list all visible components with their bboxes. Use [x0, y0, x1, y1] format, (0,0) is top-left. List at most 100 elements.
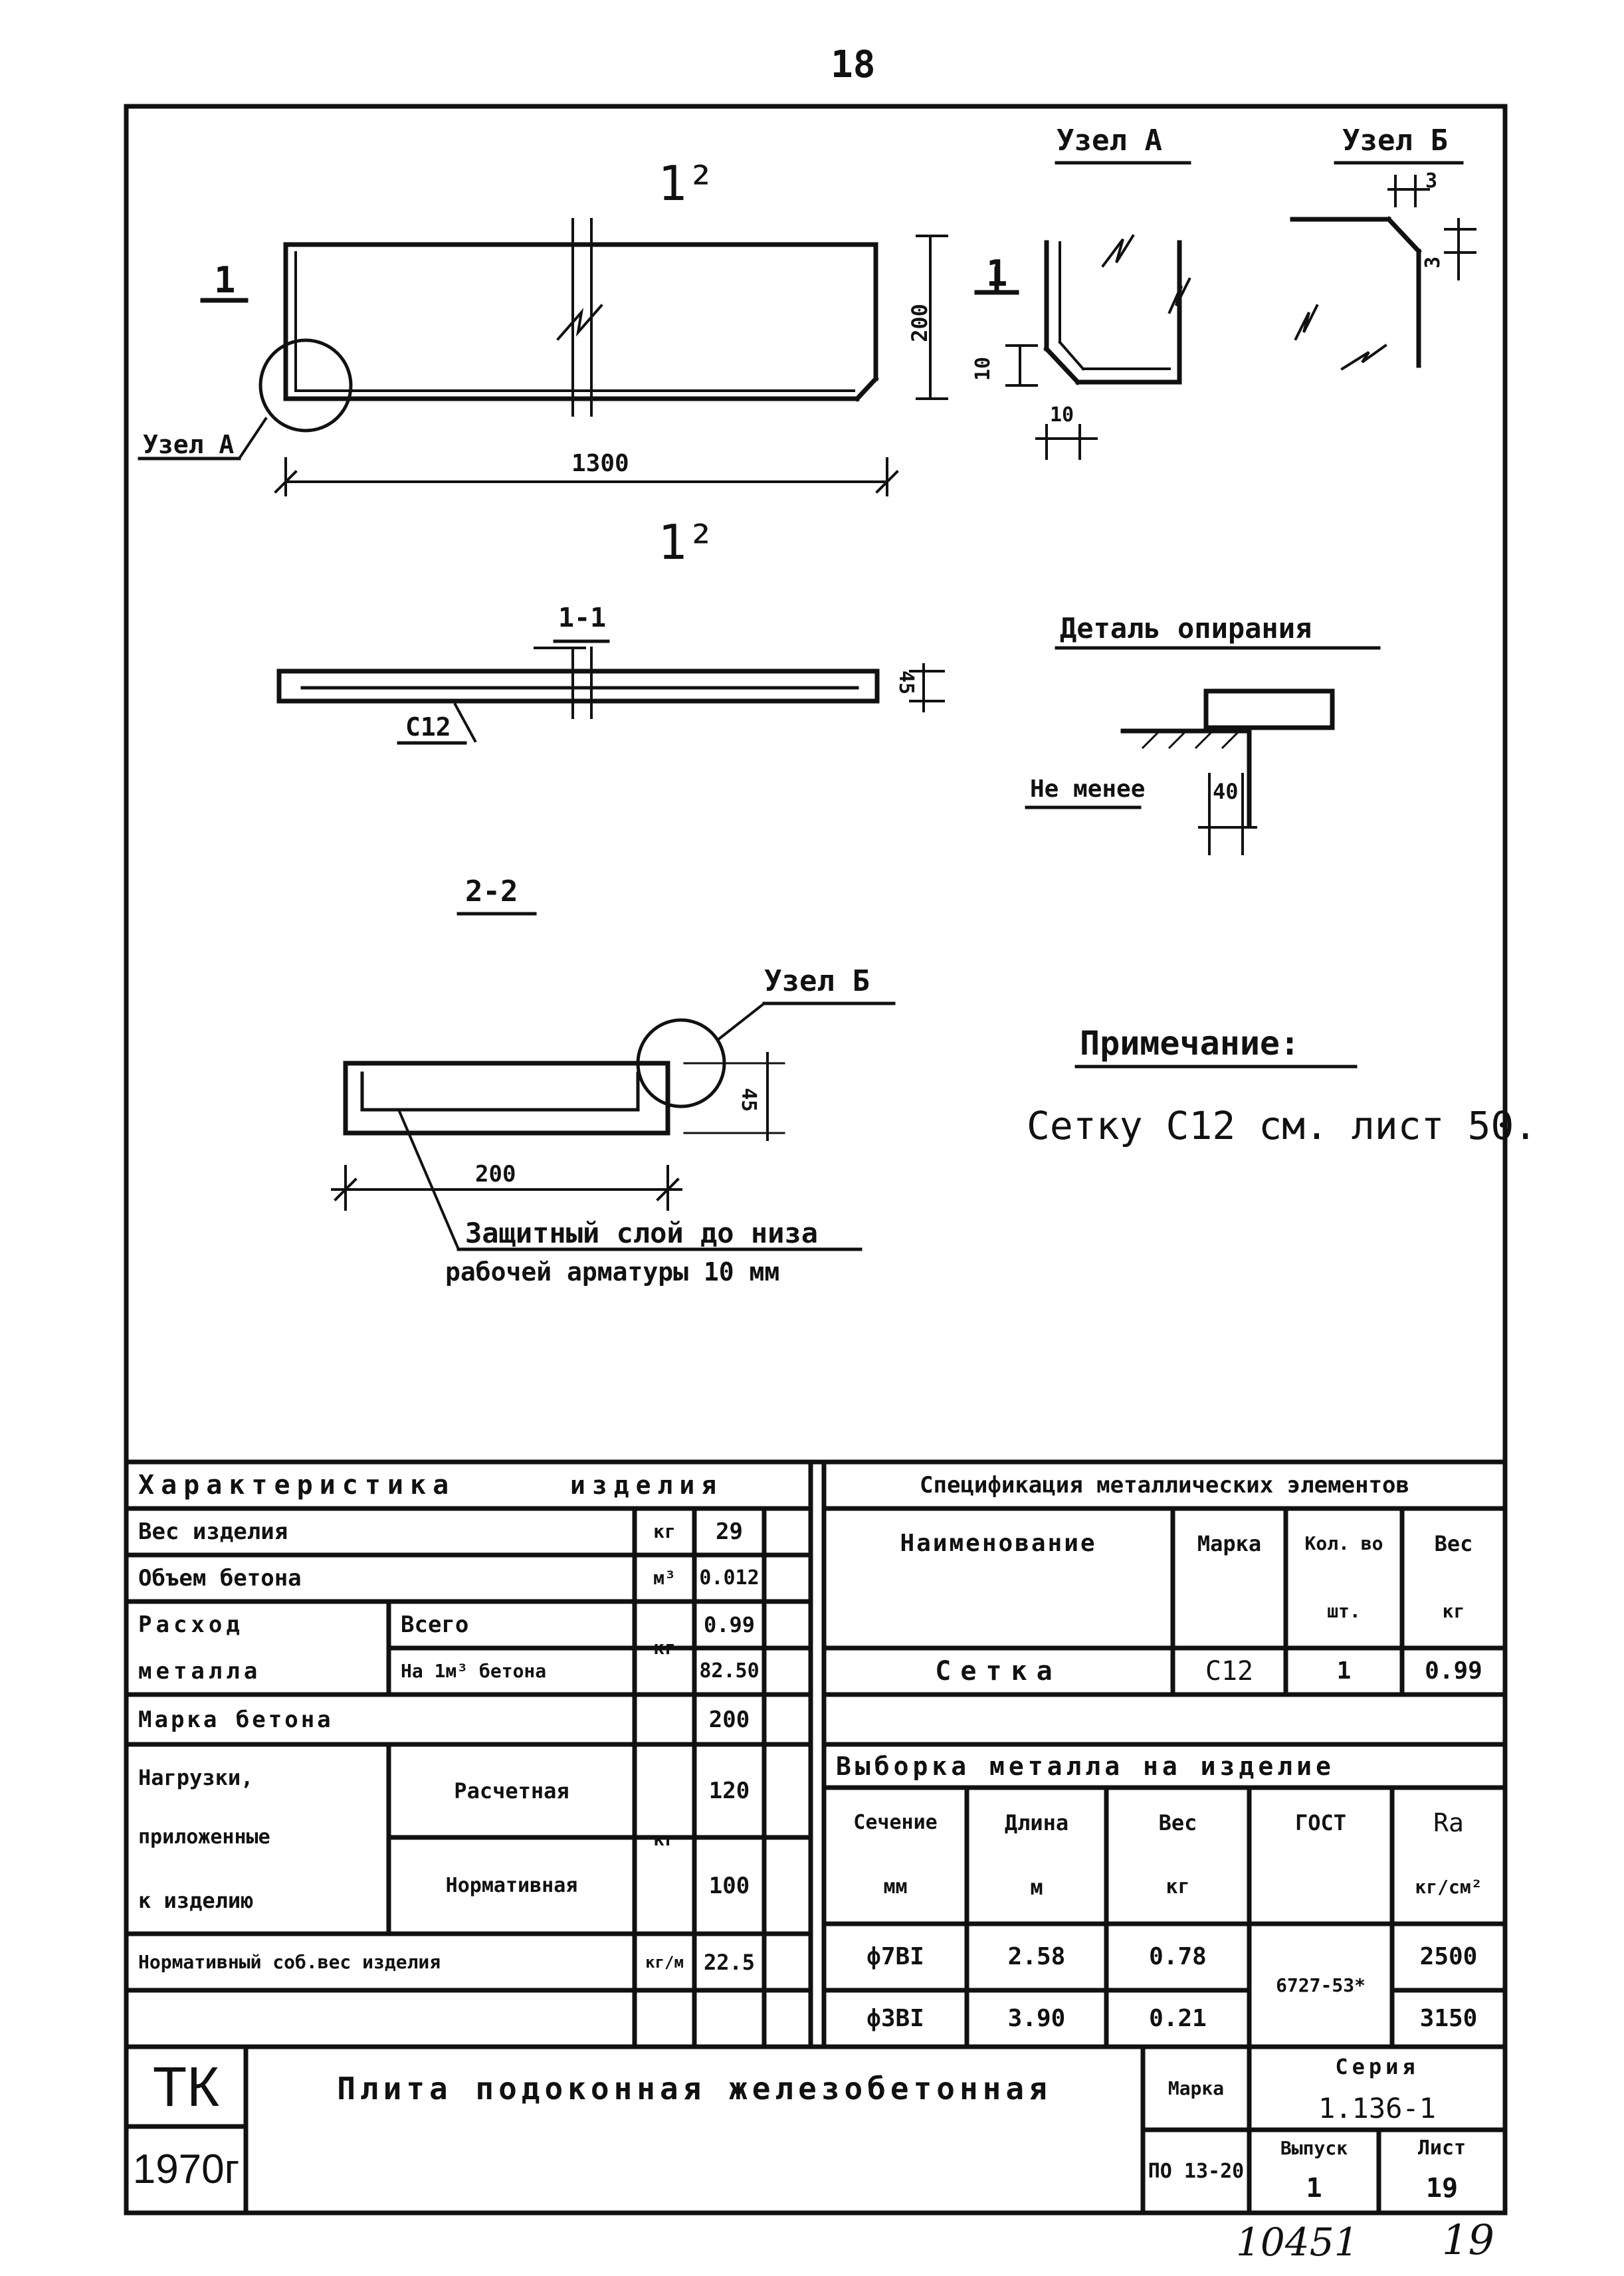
- spec-header-weight-1: Вес: [1434, 1530, 1473, 1556]
- metal-label-1: Расход: [138, 1611, 244, 1638]
- sel-header-ra-1: Ra: [1433, 1808, 1464, 1837]
- dim-40: 40: [1213, 779, 1239, 804]
- weight-unit: кг: [653, 1520, 676, 1542]
- drawing-frame: [124, 104, 1508, 2216]
- mark-value: ПО 13-20: [1148, 2159, 1245, 2183]
- normative-load-label: Нормативная: [445, 1873, 578, 1897]
- sel-row-2-weight: 0.21: [1149, 2004, 1207, 2032]
- sel-header-length-1: Длина: [1004, 1810, 1069, 1835]
- sel-header-weight-1: Вес: [1158, 1810, 1197, 1835]
- loads-label-3: к изделию: [138, 1888, 254, 1913]
- protective-layer-line-1: Защитный слой до низа: [465, 1217, 819, 1249]
- sel-row-1-ra: 2500: [1419, 1943, 1478, 1970]
- section-marker-right: 1: [986, 253, 1008, 294]
- node-a-callout: Узел А: [143, 430, 235, 459]
- metal-per-m3-value: 82.50: [699, 1659, 760, 1683]
- dim-200-bottom: 200: [475, 1161, 516, 1188]
- sel-row-1-weight: 0.78: [1149, 1943, 1207, 1970]
- section-2-2: [331, 912, 1358, 1251]
- node-b-title: Узел Б: [1342, 124, 1448, 157]
- year: 1970г: [132, 2146, 240, 2192]
- sel-row-2-section: ф3ВI: [866, 2004, 924, 2032]
- sheet-value: 19: [1425, 2172, 1459, 2204]
- sel-gost-value: 6727-53*: [1276, 1974, 1366, 1996]
- dim-45-section-2-2: 45: [737, 1087, 761, 1112]
- spec-table-lines: [821, 1506, 1508, 1747]
- spec-table-title: Спецификация металлических элементов: [920, 1472, 1409, 1499]
- not-less-label: Не менее: [1030, 776, 1146, 803]
- sel-header-ra-2: кг/см²: [1415, 1876, 1482, 1898]
- dim-10-vertical: 10: [971, 356, 995, 381]
- sel-header-gost: ГОСТ: [1294, 1810, 1347, 1835]
- spec-row-name: Сетка: [935, 1656, 1062, 1687]
- series-label: Серия: [1335, 2054, 1419, 2079]
- sel-header-section-2: мм: [883, 1875, 908, 1899]
- metal-total-value: 0.99: [703, 1612, 756, 1637]
- selection-table-lines: [821, 1785, 1508, 2049]
- design-load-value: 120: [708, 1778, 750, 1804]
- selfweight-label: Нормативный соб.вес изделия: [138, 1950, 441, 1973]
- issue-label: Выпуск: [1280, 2136, 1348, 2159]
- sel-header-weight-2: кг: [1166, 1875, 1190, 1899]
- char-table-lines: [124, 1506, 813, 2049]
- series-value: 1.136-1: [1318, 2091, 1436, 2124]
- node-a-detail: [1005, 161, 1191, 460]
- sel-row-1-section: ф7ВI: [866, 1943, 924, 1970]
- volume-label: Объем бетона: [138, 1565, 302, 1592]
- note-text: Сетку С12 см. лист 50.: [1027, 1103, 1538, 1148]
- volume-unit: м³: [653, 1567, 676, 1589]
- grade-value: 200: [708, 1706, 750, 1733]
- metal-total-label: Всего: [401, 1611, 469, 1638]
- grade-label: Марка бетона: [138, 1706, 334, 1733]
- design-load-label: Расчетная: [454, 1778, 569, 1804]
- title-block-lines: [124, 2044, 1508, 2216]
- selection-table-title: Выборка металла на изделие: [836, 1751, 1335, 1781]
- dim-45-section-1-1: 45: [894, 670, 918, 695]
- weight-value: 29: [716, 1518, 743, 1545]
- dim-10-horizontal: 10: [1050, 403, 1074, 427]
- spec-row-weight: 0.99: [1425, 1657, 1482, 1685]
- dim-200-side: 200: [906, 304, 932, 342]
- spec-header-weight-2: кг: [1442, 1600, 1465, 1622]
- sel-header-section-1: Сечение: [853, 1810, 938, 1834]
- sel-row-2-ra: 3150: [1419, 2004, 1478, 2032]
- section-1-1: [276, 639, 945, 745]
- support-detail: [1025, 646, 1381, 855]
- mesh-label: С12: [405, 712, 451, 742]
- node-b-callout: Узел Б: [764, 964, 870, 998]
- volume-value: 0.012: [699, 1566, 760, 1590]
- spec-header-name: Наименование: [900, 1529, 1097, 1557]
- section-marker-left: 1: [214, 259, 236, 301]
- metal-label-2: металла: [138, 1658, 262, 1685]
- spec-row-mark: С12: [1205, 1656, 1254, 1687]
- normative-load-value: 100: [708, 1872, 750, 1899]
- section-1-1-title: 1-1: [558, 603, 607, 633]
- spec-header-mark: Марка: [1197, 1530, 1262, 1556]
- node-b-detail: [1290, 161, 1476, 371]
- archive-number: 10451: [1236, 2220, 1359, 2265]
- dim-3-side: 3: [1421, 256, 1445, 269]
- elevation-marker-bottom: 1²: [658, 514, 716, 570]
- selfweight-value: 22.5: [703, 1949, 756, 1975]
- org-code: ТК: [152, 2055, 220, 2118]
- sel-row-1-length: 2.58: [1007, 1943, 1066, 1970]
- mark-label: Марка: [1167, 2077, 1225, 2099]
- product-title: Плита подоконная железобетонная: [337, 2070, 1052, 2107]
- page-number: 18: [831, 43, 876, 86]
- weight-label: Вес изделия: [138, 1518, 288, 1545]
- section-2-2-title: 2-2: [465, 875, 518, 908]
- spec-row-qty: 1: [1336, 1657, 1352, 1685]
- loads-label-2: приложенные: [138, 1825, 270, 1849]
- loads-label-1: Нагрузки,: [138, 1765, 254, 1790]
- selfweight-unit: кг/м: [645, 1952, 684, 1972]
- metal-per-m3-label: На 1м³ бетона: [401, 1660, 547, 1682]
- sel-header-length-2: м: [1030, 1875, 1043, 1900]
- handwritten-page-number: 19: [1442, 2216, 1494, 2264]
- elevation-marker: 1²: [658, 155, 716, 211]
- issue-value: 1: [1306, 2172, 1322, 2204]
- char-table-title-right: изделия: [570, 1471, 724, 1500]
- slab-elevation: [138, 218, 1019, 496]
- sheet-label: Лист: [1417, 2136, 1467, 2160]
- sel-row-2-length: 3.90: [1007, 2004, 1066, 2032]
